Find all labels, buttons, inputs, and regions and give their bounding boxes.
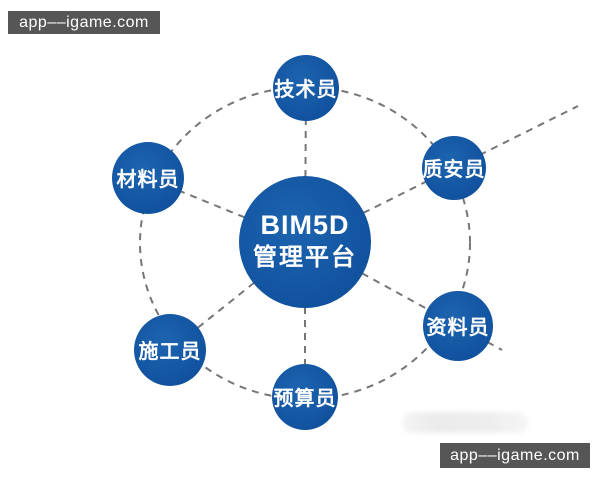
node-materials: 材料员 bbox=[112, 142, 184, 214]
node-technician: 技术员 bbox=[273, 55, 339, 121]
hub-title: BIM5D bbox=[260, 210, 350, 241]
node-construction-label: 施工员 bbox=[138, 340, 202, 363]
node-budgeting: 预算员 bbox=[272, 364, 338, 430]
node-quality-safety: 质安员 bbox=[422, 136, 486, 200]
smudge-artifact bbox=[402, 412, 528, 433]
node-construction: 施工员 bbox=[134, 314, 206, 386]
node-materials-label: 材料员 bbox=[116, 168, 180, 191]
node-bim5d-hub: BIM5D 管理平台 bbox=[239, 176, 371, 308]
node-budgeting-label: 预算员 bbox=[273, 387, 337, 410]
node-documentation-label: 资料员 bbox=[426, 316, 490, 339]
watermark-top-left: app––igame.com bbox=[8, 11, 160, 34]
hub-subtitle: 管理平台 bbox=[253, 243, 357, 271]
watermark-bottom-right: app––igame.com bbox=[440, 443, 590, 468]
node-quality-safety-label: 质安员 bbox=[422, 158, 486, 181]
watermark-bottom-text: app––igame.com bbox=[450, 446, 580, 464]
node-documentation: 资料员 bbox=[423, 291, 493, 361]
node-technician-label: 技术员 bbox=[274, 78, 338, 101]
watermark-top-text: app––igame.com bbox=[19, 13, 149, 31]
